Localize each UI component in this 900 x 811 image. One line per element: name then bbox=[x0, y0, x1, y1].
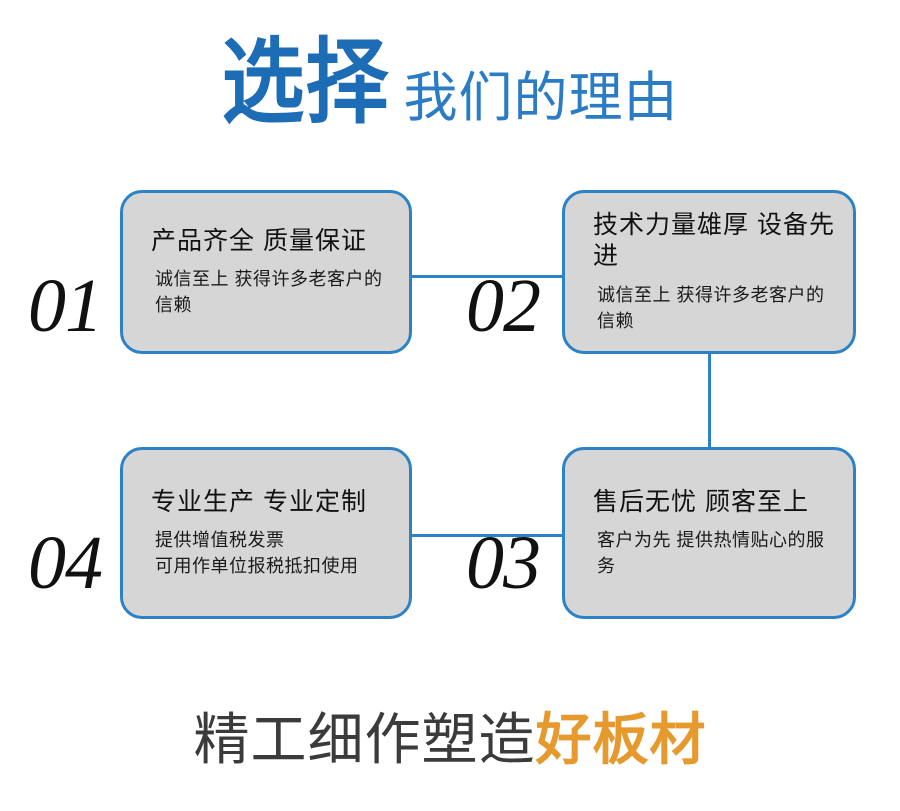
connector-card4-card3 bbox=[410, 534, 564, 537]
reason-card-04-desc: 提供增值税发票 可用作单位报税抵扣使用 bbox=[155, 530, 359, 577]
connector-card2-card3 bbox=[708, 352, 711, 449]
step-number-02: 02 bbox=[466, 264, 541, 348]
footer-slogan-accent: 好板材 bbox=[535, 708, 707, 771]
reason-card-02-desc: 诚信至上 获得许多老客户的信赖 bbox=[597, 284, 825, 331]
step-number-03: 03 bbox=[466, 521, 541, 605]
reason-card-04[interactable]: 专业生产 专业定制 提供增值税发票 可用作单位报税抵扣使用 bbox=[120, 447, 412, 619]
reason-card-04-title: 专业生产 专业定制 bbox=[151, 487, 367, 516]
reason-card-02[interactable]: 技术力量雄厚 设备先进 诚信至上 获得许多老客户的信赖 bbox=[562, 190, 856, 354]
reason-card-01-desc: 诚信至上 获得许多老客户的信赖 bbox=[155, 269, 383, 316]
reason-card-03-desc: 客户为先 提供热情贴心的服务 bbox=[597, 530, 825, 577]
reason-card-01[interactable]: 产品齐全 质量保证 诚信至上 获得许多老客户的信赖 bbox=[120, 190, 412, 354]
page-title-emphasis: 选择 bbox=[221, 30, 390, 135]
reason-card-02-title: 技术力量雄厚 设备先进 bbox=[593, 211, 835, 271]
connector-card1-card2 bbox=[410, 275, 564, 278]
footer-slogan-main: 精工细作塑造 bbox=[193, 708, 536, 771]
step-number-01: 01 bbox=[28, 264, 103, 348]
reason-card-03-title: 售后无忧 顾客至上 bbox=[593, 487, 809, 516]
page-title-rest: 我们的理由 bbox=[403, 68, 679, 128]
footer-slogan: 精工细作塑造 好板材 bbox=[0, 700, 900, 780]
page-title: 选择 我们的理由 bbox=[0, 36, 900, 156]
step-number-04: 04 bbox=[28, 521, 103, 605]
reason-card-01-title: 产品齐全 质量保证 bbox=[151, 226, 367, 255]
reason-card-03[interactable]: 售后无忧 顾客至上 客户为先 提供热情贴心的服务 bbox=[562, 447, 856, 619]
